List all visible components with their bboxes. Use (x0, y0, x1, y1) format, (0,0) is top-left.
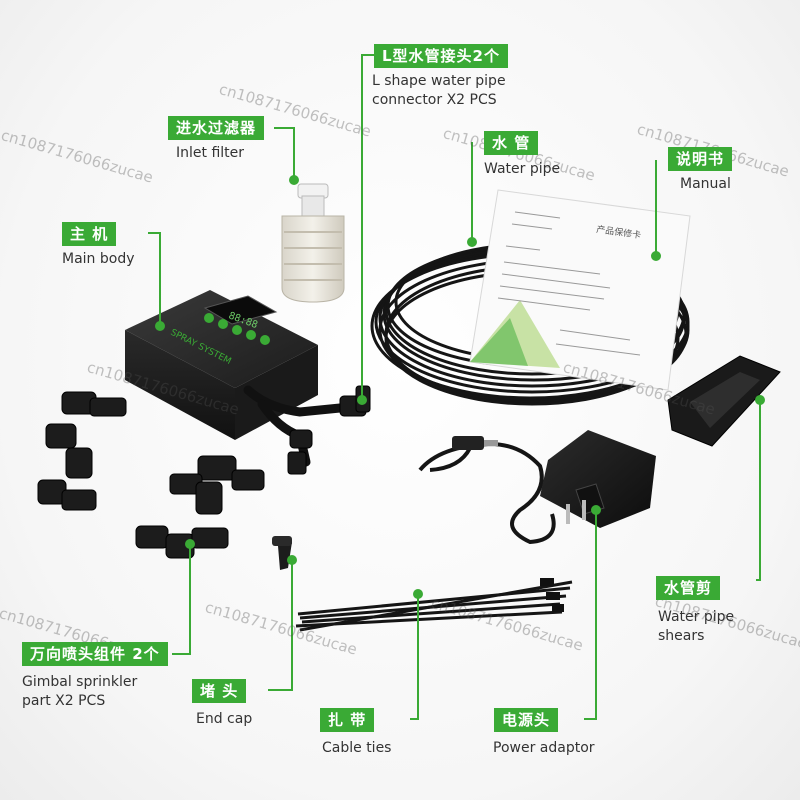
label-manual-caption: Manual (680, 176, 731, 192)
cable-ties-bundle (295, 580, 573, 632)
main-body-unit (125, 290, 318, 440)
label-water-pipe-caption: Water pipe (484, 161, 561, 177)
label-inlet-filter-caption: Inlet filter (176, 145, 245, 161)
manual-sheet (469, 189, 691, 391)
label-main-body-tag: 主 机 (62, 222, 117, 246)
label-power-adaptor-caption: Power adaptor (493, 740, 595, 756)
label-end-cap-tag: 堵 头 (192, 679, 247, 703)
label-cable-ties-caption: Cable ties (322, 740, 392, 756)
label-water-pipe-tag: 水 管 (484, 131, 539, 155)
l-connector-part (287, 385, 371, 475)
label-inlet-filter-tag: 进水过滤器 (168, 116, 265, 140)
label-pipe-shears-caption: Water pipe shears (658, 609, 735, 644)
power-adaptor-unit (418, 430, 656, 545)
label-main-body-caption: Main body (62, 251, 135, 267)
inlet-filter (281, 183, 345, 303)
cable-tie-heads (540, 578, 564, 612)
pipe-shears-tool (667, 355, 781, 447)
end-cap-part (272, 536, 292, 570)
label-l-connector-tag: L型水管接头2个 (374, 44, 508, 68)
label-power-adaptor-tag: 电源头 (494, 708, 559, 732)
label-gimbal-sprinkler-caption: Gimbal sprinkler part X2 PCS (22, 674, 138, 709)
label-end-cap-caption: End cap (196, 711, 253, 727)
label-gimbal-sprinkler-tag: 万向喷头组件 2个 (22, 642, 168, 666)
label-cable-ties-tag: 扎 带 (320, 708, 375, 732)
label-pipe-shears-tag: 水管剪 (656, 576, 721, 600)
label-manual-tag: 说明书 (668, 147, 733, 171)
label-l-connector-caption: L shape water pipe connector X2 PCS (372, 73, 506, 108)
callout-dots (155, 175, 765, 599)
callout-leader-lines (148, 54, 761, 720)
